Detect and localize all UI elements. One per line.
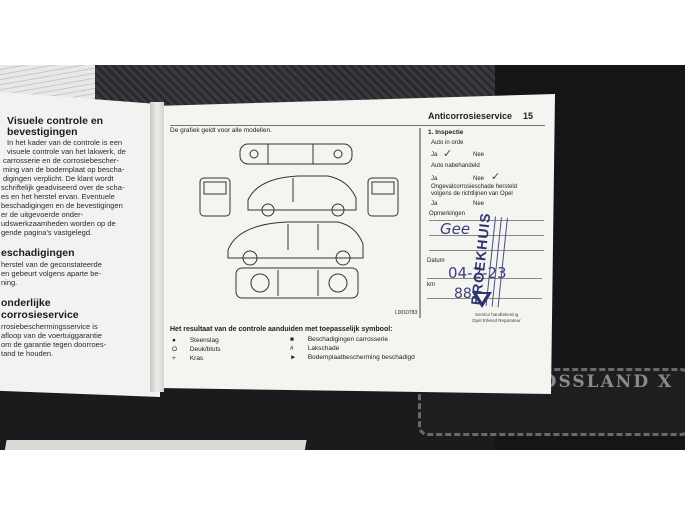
nee-label: Nee [473, 152, 485, 158]
legend-label: Bodemplaatbescherming beschadigd [307, 354, 415, 361]
nee-label: Nee [473, 201, 485, 207]
left-para1-line: ming van de bodemplaat op bescha- [3, 165, 125, 174]
ja-label: Ja [431, 152, 438, 158]
stamp-logo-icon [472, 292, 492, 308]
handwritten-km: 88 [454, 286, 472, 302]
legend-label: Deuk/bluts [189, 346, 221, 353]
left-para1-line: beschadigingen en de bevestigingen [1, 201, 123, 210]
damage-line-1: Ongevalcorrosieschade hersteld [431, 184, 518, 190]
ja-label: Ja [431, 176, 438, 182]
left-para2-line: herstel van de geconstateerde [1, 260, 102, 269]
left-para1-line: es en het herstel ervan. Eventuele [1, 192, 115, 201]
left-page [0, 92, 160, 397]
inspection-title: 1. Inspectie [428, 129, 464, 136]
right-page [155, 94, 555, 394]
left-heading-1b: bevestigingen [7, 126, 78, 138]
left-para3-line: om de garantie tegen doorroes- [1, 340, 107, 349]
legend-symbol: # [290, 345, 294, 352]
handwritten-check: ✓ [491, 170, 501, 183]
left-heading-3a: onderlijke [1, 297, 51, 309]
handwritten-remark: Gee [440, 220, 471, 238]
paper-under-booklet [0, 440, 307, 450]
auto-in-orde-label: Auto in orde [431, 140, 464, 146]
header-rule [170, 125, 545, 126]
legend-symbol: ■ [290, 336, 294, 343]
stamp-tagline-2: Opel Erkend Reparateur [472, 318, 521, 323]
left-para1-line: schriftelijk geadviseerd over de scha- [1, 183, 125, 192]
remark-line [429, 220, 544, 221]
damage-line-2: volgens de richtlijnen van Opel [431, 191, 513, 197]
date-line [427, 278, 542, 279]
legend-item-lakschade: # Lakschade [290, 345, 340, 353]
legend-item-deuk: O Deuk/bluts [172, 346, 221, 354]
stamp-tagline-1: Service handtekening [475, 312, 519, 317]
left-para1-line: In het kader van de controle is een [7, 138, 123, 147]
legend-symbol: O [172, 346, 178, 353]
ja-label: Ja [431, 201, 438, 207]
booklet-gutter [150, 102, 164, 392]
left-para1-line: carrosserie en de corrosiebescher- [3, 156, 119, 165]
handwritten-date: 04-2-23 [448, 264, 507, 282]
legend-label: Kras [189, 355, 204, 362]
page-header-title: Anticorrosieservice [428, 111, 513, 121]
left-para3-line: rrosiebeschermingsservice is [1, 322, 98, 331]
legend-symbol: ● [172, 337, 176, 344]
left-para1-line: digingen verplicht. De klant wordt [3, 174, 114, 183]
left-heading-3b: corrosieservice [1, 309, 79, 321]
km-label: km [427, 282, 435, 288]
service-booklet [0, 92, 560, 397]
legend-item-bodemplaat: ► Bodemplaatbescherming beschadigd [290, 354, 415, 362]
left-para1-line: udswerkzaamheden worden op de [1, 219, 116, 228]
datum-label: Datum [427, 258, 445, 264]
opmerkingen-label: Opmerkingen [429, 211, 466, 217]
legend-title: Het resultaat van de controle aanduiden … [170, 326, 393, 333]
graphic-note: De grafiek geldt voor alle modellen. [170, 127, 272, 134]
legend-label: Beschadigingen carrosserie [307, 336, 389, 343]
left-para3-line: afloop van de voertuiggarantie [1, 331, 102, 340]
left-heading-2: eschadigingen [1, 247, 75, 259]
page-number: 15 [523, 111, 534, 121]
drawing-code: L0010783 [395, 310, 418, 316]
legend-symbol: + [172, 355, 176, 362]
left-heading-1a: Visuele controle en [7, 115, 104, 127]
legend-item-kras: + Kras [172, 355, 204, 363]
remark-line [429, 250, 544, 251]
left-para2-line: en gebeurt volgens aparte be- [1, 269, 102, 278]
nee-label: Nee [473, 176, 485, 182]
legend-item-carrosserie: ■ Beschadigingen carrosserie [290, 336, 389, 344]
dealer-stamp: BROEKHUIS [438, 206, 567, 313]
left-para1-line: gende pagina's vastgelegd. [1, 228, 93, 237]
legend-label: Lakschade [307, 345, 340, 352]
remark-line [429, 235, 544, 236]
car-diagram [199, 143, 399, 299]
column-divider [419, 128, 421, 318]
left-para3-line: tand te houden. [1, 349, 54, 358]
handwritten-check: ✓ [443, 147, 453, 160]
auto-nabehandeld-label: Auto nabehandeld [431, 163, 480, 169]
left-para2-line: ning. [1, 278, 18, 287]
legend-label: Steenslag [189, 337, 219, 344]
legend-symbol: ► [290, 354, 297, 361]
left-para1-line: visuele controle van het lakwerk, de [7, 147, 126, 156]
left-para1-line: er de uitgevoerde onder- [1, 210, 84, 219]
legend-item-steenslag: ● Steenslag [172, 337, 219, 345]
